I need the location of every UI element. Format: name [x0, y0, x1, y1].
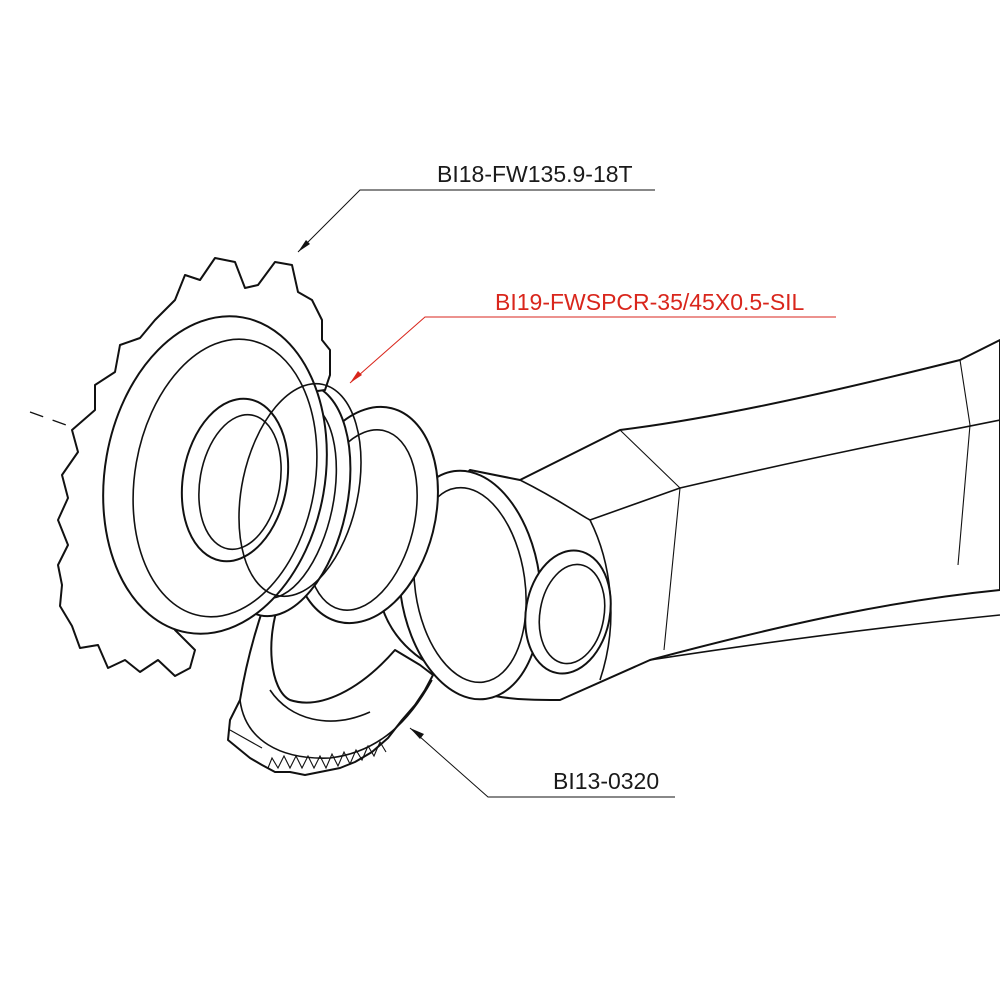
crank-arm-facet-line-2: [957, 424, 971, 566]
callout-spacer-leader: [349, 316, 836, 384]
crank-arm-facet-line-4: [619, 429, 681, 489]
spacer-ring-thin: [238, 382, 362, 598]
callout-chainring-label: BI13-0320: [553, 768, 660, 794]
toothed-ring-tab-edge: [229, 729, 263, 749]
callout-chainring-arrowhead: [410, 728, 424, 739]
sprocket-bore-inner: [198, 413, 282, 551]
callout-freewheel-leader: [297, 189, 655, 253]
crank-spindle-bore: [524, 549, 612, 675]
crank-arm: [379, 339, 1000, 701]
callout-freewheel-label: BI18-FW135.9-18T: [437, 161, 633, 187]
crank-spindle-boss-inner: [413, 486, 527, 684]
sprocket-bore: [180, 397, 290, 563]
crank-spindle-bore-inner: [538, 563, 606, 665]
crank-arm-edge: [519, 479, 591, 521]
sprocket-hub-face: [132, 338, 318, 618]
crank-arm-facet-line: [663, 487, 681, 651]
callout-spacer-line: [349, 316, 836, 384]
freewheel-sprocket: [57, 257, 331, 677]
callout-freewheel-arrowhead: [298, 240, 310, 252]
callout-chainring-line: [409, 727, 675, 798]
toothed-ring-teeth: [267, 740, 387, 770]
crank-arm-facet-line-3: [959, 359, 971, 426]
callout-spacer-label: BI19-FWSPCR-35/45X0.5-SIL: [495, 289, 805, 315]
callout-spacer-arrowhead: [350, 371, 362, 383]
crank-arm-edge-top: [589, 419, 1000, 521]
crank-arm-edge-bottom: [649, 614, 1000, 661]
callout-freewheel-line: [297, 189, 655, 253]
toothed-ring-lip: [269, 689, 371, 722]
callout-chainring-leader: [409, 727, 675, 798]
